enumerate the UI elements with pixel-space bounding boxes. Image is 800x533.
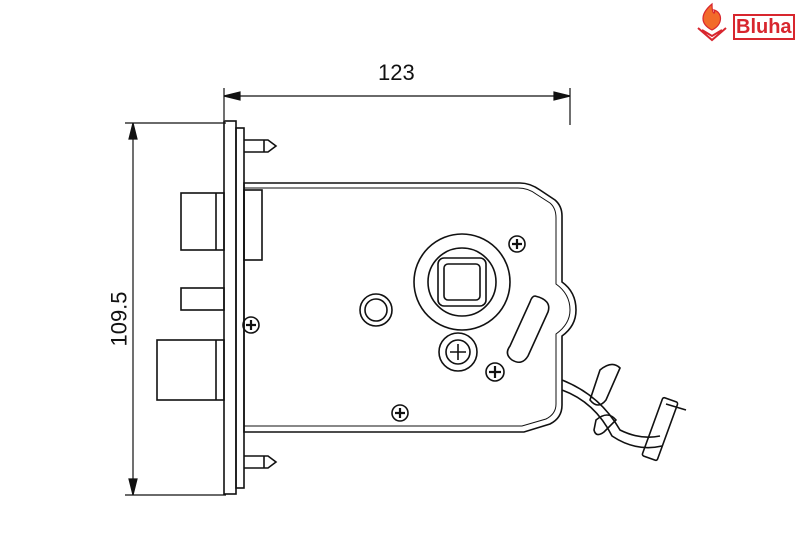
guide-hole [359,293,393,327]
brand-logo: Bluha [736,16,792,38]
lock-case [243,182,577,433]
mounting-pins [244,139,278,469]
faceplate [223,120,263,495]
logo-flame-icon [697,2,727,42]
height-dimension [125,122,226,496]
screw-icon [242,235,526,422]
logo-frame [733,14,795,40]
latch-bolt [180,192,225,251]
cylinder-cam [438,332,478,372]
spindle-hub [413,233,511,331]
width-dimension [223,88,571,125]
dead-bolt [156,339,225,401]
keyhole-slot [506,295,550,364]
wire-cable [561,363,687,462]
auxiliary-bolt [180,287,225,311]
width-dimension-label: 123 [378,60,415,85]
height-dimension-label: 109.5 [106,291,132,347]
